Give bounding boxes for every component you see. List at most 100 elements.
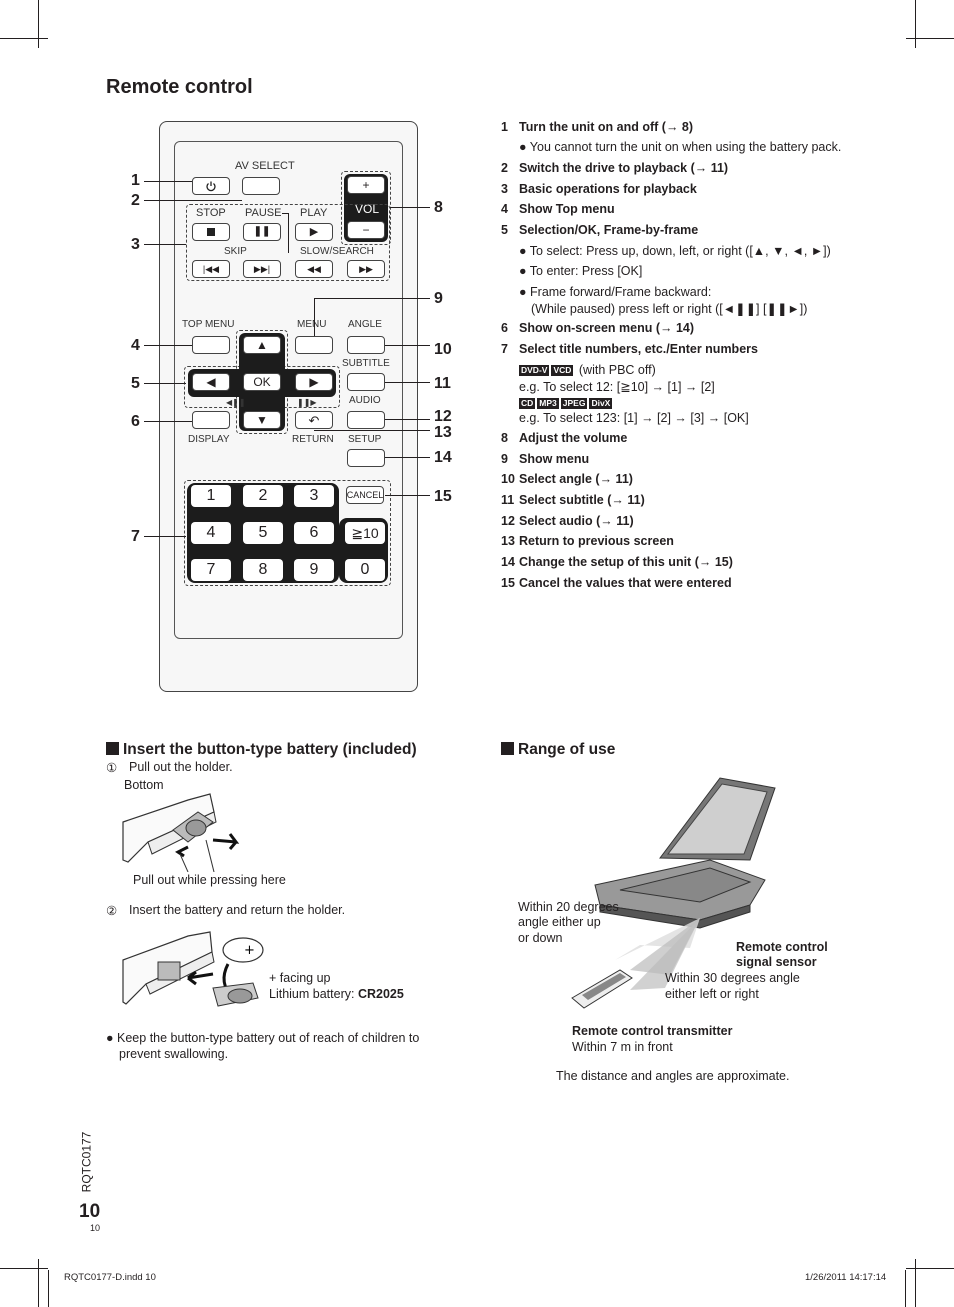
pull-caption: Pull out while pressing here xyxy=(133,873,286,887)
item-text: Selection/OK, Frame-by-frame xyxy=(519,223,699,237)
disc-tag: MP3 xyxy=(537,398,559,409)
pause-slow-connector xyxy=(282,213,289,215)
callout-15: 15 xyxy=(434,488,452,505)
key-5: 5 xyxy=(243,522,283,544)
key-8: 8 xyxy=(243,559,283,581)
crop-mark xyxy=(48,1270,49,1307)
left-button: ◀ xyxy=(192,373,230,391)
return-button: ↶ xyxy=(295,411,333,429)
play-label: PLAY xyxy=(300,207,328,219)
vol-down-button: − xyxy=(347,221,385,239)
pause-slow-connector xyxy=(288,213,290,253)
crop-mark xyxy=(915,1259,916,1307)
power-button xyxy=(192,177,230,195)
leader-line xyxy=(314,298,430,300)
key-2: 2 xyxy=(243,485,283,507)
crop-mark xyxy=(906,1268,954,1269)
callout-10: 10 xyxy=(434,341,452,358)
left-arrow-icon: ◀ xyxy=(206,375,216,389)
return-icon: ↶ xyxy=(308,412,320,428)
angle-label: ANGLE xyxy=(348,319,382,330)
page-title: Remote control xyxy=(106,76,253,98)
vertical-angle-line2: angle either up xyxy=(518,915,601,929)
item-number: 9 xyxy=(501,452,508,466)
display-label: DISPLAY xyxy=(188,434,230,445)
callout-9: 9 xyxy=(434,290,443,307)
battery-step-1: Pull out the holder. xyxy=(129,760,233,774)
note: ● To enter: Press [OK] xyxy=(519,264,643,278)
crop-mark xyxy=(38,1259,39,1307)
top-menu-button xyxy=(192,336,230,354)
leader-line xyxy=(144,345,192,347)
note: ● To select: Press up, down, left, or ri… xyxy=(519,244,831,258)
note: e.g. To select 12: [≧10] → [1] → [2] xyxy=(519,380,715,394)
leader-line xyxy=(385,457,430,459)
callout-13: 13 xyxy=(434,424,452,441)
item-number: 4 xyxy=(501,202,508,216)
leader-line xyxy=(144,181,192,183)
crop-mark xyxy=(0,1268,48,1269)
step-number: ① xyxy=(106,761,118,775)
callout-2: 2 xyxy=(131,192,140,209)
facing-up-label: + facing up xyxy=(269,971,331,985)
battery-insert-illustration: + xyxy=(122,931,264,1007)
av-select-label: AV SELECT xyxy=(235,160,295,172)
return-label: RETURN xyxy=(292,434,334,445)
ok-button: OK xyxy=(243,373,281,391)
callout-1: 1 xyxy=(131,172,140,189)
doc-code-wrapper: RQTC0177 xyxy=(79,1128,100,1198)
skip-back-icon: |◀◀ xyxy=(202,263,220,274)
crop-mark xyxy=(905,1270,906,1307)
callout-14: 14 xyxy=(434,449,452,466)
search-forward-button: ▶▶ xyxy=(347,260,385,278)
square-bullet-icon xyxy=(106,742,119,755)
up-button: ▲ xyxy=(243,336,281,354)
item-number: 15 xyxy=(501,576,515,590)
fast-forward-icon: ▶▶ xyxy=(359,263,373,274)
footer-timestamp: 1/26/2011 14:17:14 xyxy=(805,1272,887,1283)
item-number: 8 xyxy=(501,431,508,445)
key-3: 3 xyxy=(294,485,334,507)
range-heading: Range of use xyxy=(501,741,615,759)
setup-label: SETUP xyxy=(348,434,382,445)
leader-line xyxy=(144,200,242,202)
skip-forward-icon: ▶▶| xyxy=(253,263,271,274)
svg-text:+: + xyxy=(244,943,255,958)
note: ● Frame forward/Frame backward: xyxy=(519,285,712,299)
cancel-button: CANCEL xyxy=(346,486,384,504)
callout-6: 6 xyxy=(131,413,140,430)
page-number: 10 xyxy=(79,1201,101,1222)
battery-heading-text: Insert the button-type battery (included… xyxy=(123,741,417,758)
item-number: 6 xyxy=(501,321,508,335)
av-select-button xyxy=(242,177,280,195)
disc-tag: VCD xyxy=(551,365,574,376)
down-arrow-icon: ▼ xyxy=(256,413,268,427)
distance-label: Within 7 m in front xyxy=(572,1040,673,1054)
leader-line xyxy=(144,244,186,246)
item-number: 11 xyxy=(501,493,515,507)
battery-holder-removal-illustration xyxy=(122,793,240,872)
menu-button xyxy=(295,336,333,354)
disc-tag: DVD-V xyxy=(519,365,550,376)
frame-back-icon: ◀❚❚ xyxy=(226,398,246,407)
range-heading-text: Range of use xyxy=(518,741,616,758)
battery-model: CR2025 xyxy=(357,987,404,1001)
vertical-angle-line3: or down xyxy=(518,931,563,945)
crop-mark xyxy=(906,38,954,39)
item-number: 10 xyxy=(501,472,515,486)
item-number: 13 xyxy=(501,534,515,548)
footer-file: RQTC0177-D.indd 10 xyxy=(64,1272,156,1283)
skip-label: SKIP xyxy=(224,246,247,257)
item-text: Turn the unit on and off (→ 8) xyxy=(519,120,694,134)
key-9: 9 xyxy=(294,559,334,581)
right-arrow-icon: ▶ xyxy=(309,375,319,389)
disc-tag: DivX xyxy=(589,398,613,409)
